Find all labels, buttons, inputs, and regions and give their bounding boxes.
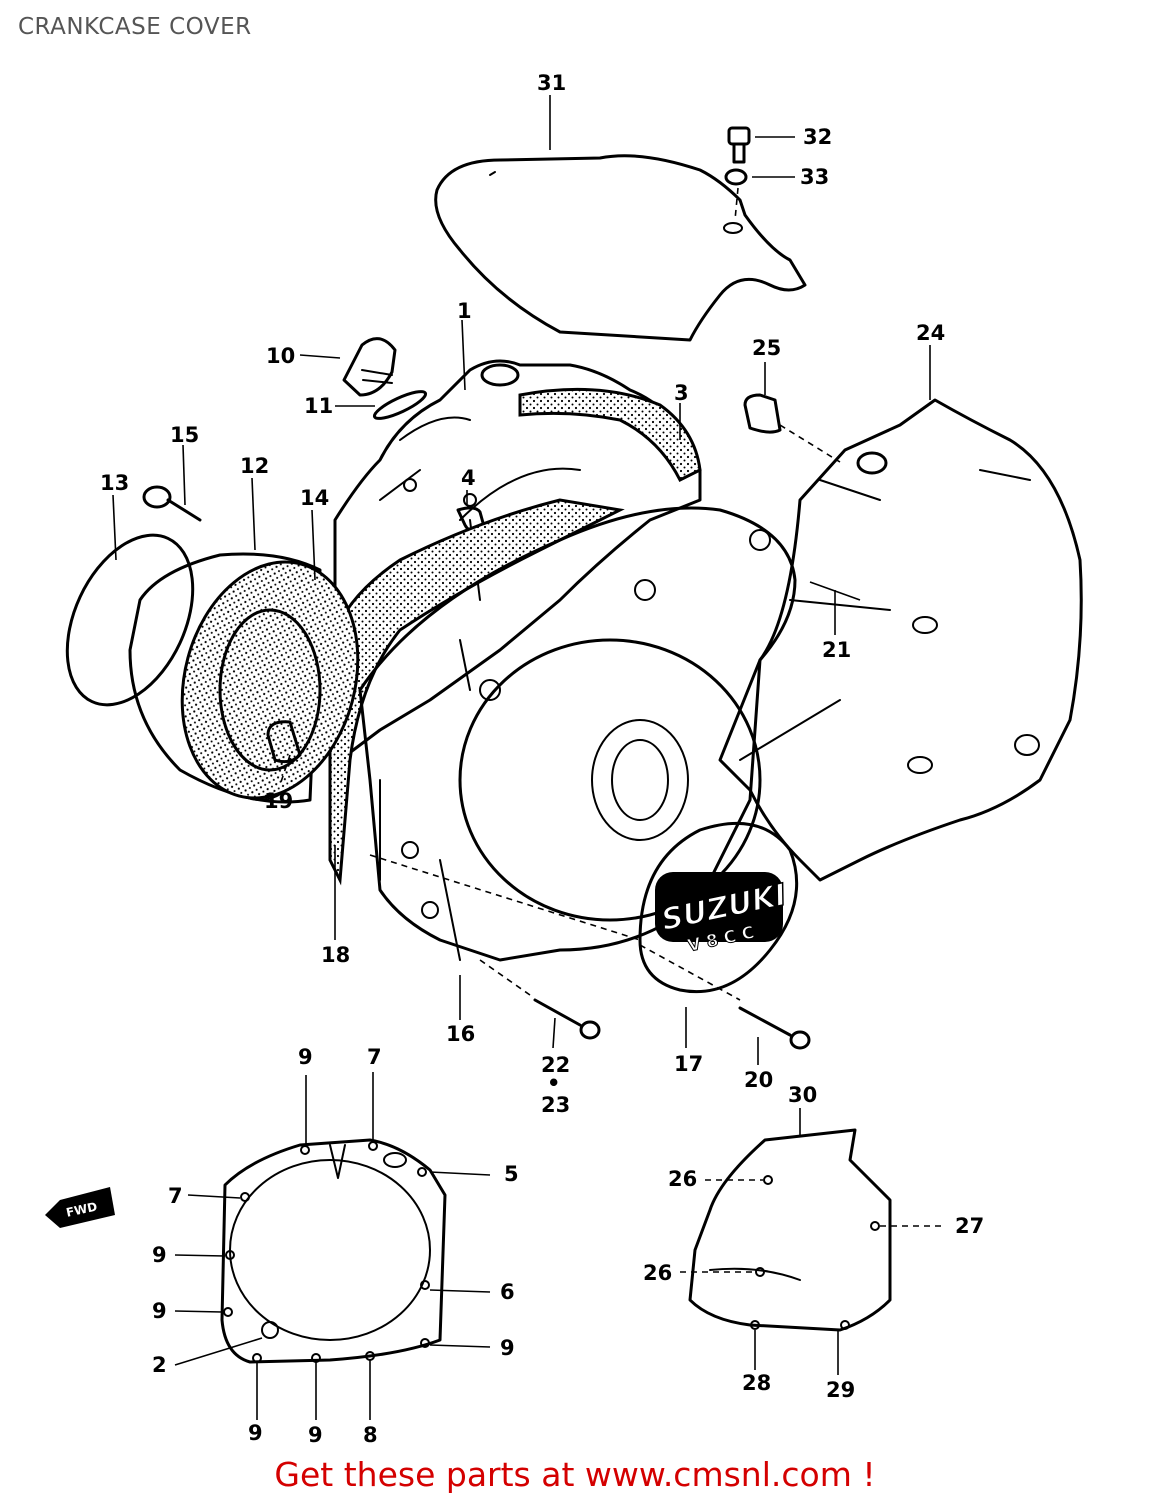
callout-16: 16 [446, 1022, 475, 1046]
callout-labels: 31 32 33 1 10 25 24 11 3 15 12 13 14 4 2… [100, 71, 984, 1447]
part-13-o-ring [65, 533, 195, 707]
callout-9-top: 9 [298, 1045, 313, 1069]
part-24-right-cover [718, 398, 1083, 882]
part-25-dowel [743, 393, 782, 434]
part-15-bolt [142, 485, 202, 522]
part-20-bolt [738, 1006, 811, 1050]
callout-24: 24 [916, 321, 945, 345]
fwd-arrow-label: FWD [65, 1200, 99, 1220]
callout-18: 18 [321, 943, 350, 967]
callout-9-left-1: 9 [152, 1243, 167, 1267]
callout-30: 30 [788, 1083, 817, 1107]
callout-5: 5 [504, 1162, 519, 1186]
callout-33: 33 [800, 165, 829, 189]
callout-bullet: • [547, 1071, 560, 1095]
leader-lines [112, 95, 945, 1420]
lower-left-gasket [220, 1138, 447, 1364]
callout-28: 28 [742, 1371, 771, 1395]
callout-15: 15 [170, 423, 199, 447]
promo-link[interactable]: Get these parts at www.cmsnl.com ! [274, 1455, 876, 1494]
callout-13: 13 [100, 471, 129, 495]
part-12-side-cover [128, 552, 360, 804]
callout-32: 32 [803, 125, 832, 149]
callout-7-top: 7 [367, 1045, 382, 1069]
callout-9-bottom-1: 9 [248, 1421, 263, 1445]
part-11-o-ring [372, 390, 428, 420]
callout-11: 11 [304, 394, 333, 418]
callout-19: 19 [264, 789, 293, 813]
callout-8: 8 [363, 1423, 378, 1447]
callout-9-bottom-2: 9 [308, 1423, 323, 1447]
callout-26-bottom: 26 [643, 1261, 672, 1285]
part-3-gasket [518, 387, 702, 483]
callout-25: 25 [752, 336, 781, 360]
callout-20: 20 [744, 1068, 773, 1092]
callout-26-top: 26 [668, 1167, 697, 1191]
callout-17: 17 [674, 1052, 703, 1076]
callout-3: 3 [674, 381, 689, 405]
callout-21: 21 [822, 638, 851, 662]
part-17-suzuki-badge: SUZUKI V 8 C C [638, 821, 799, 994]
callout-29: 29 [826, 1378, 855, 1402]
callout-14: 14 [300, 486, 329, 510]
callout-9-left-2: 9 [152, 1299, 167, 1323]
callout-4: 4 [461, 466, 476, 490]
fwd-arrow: FWD [45, 1187, 115, 1228]
part-22-bolt [533, 998, 601, 1040]
lower-right-gasket [688, 1128, 892, 1332]
callout-7-left: 7 [168, 1184, 183, 1208]
page-title: CRANKCASE COVER [18, 14, 252, 40]
callout-27: 27 [955, 1214, 984, 1238]
part-18-outer-cover [328, 498, 797, 962]
part-1-crankcase-cover [333, 359, 702, 762]
callout-2: 2 [152, 1353, 167, 1377]
callout-12: 12 [240, 454, 269, 478]
callout-31: 31 [537, 71, 566, 95]
callout-10: 10 [266, 344, 295, 368]
callout-23: 23 [541, 1093, 570, 1117]
part-31-top-cover [434, 154, 807, 342]
part-32-bolt [727, 126, 751, 164]
part-10-filler-cap [342, 337, 397, 397]
callout-1: 1 [457, 299, 472, 323]
part-33-washer [724, 168, 748, 186]
callout-6: 6 [500, 1280, 515, 1304]
callout-22: 22 [541, 1053, 570, 1077]
callout-9-right: 9 [500, 1336, 515, 1360]
